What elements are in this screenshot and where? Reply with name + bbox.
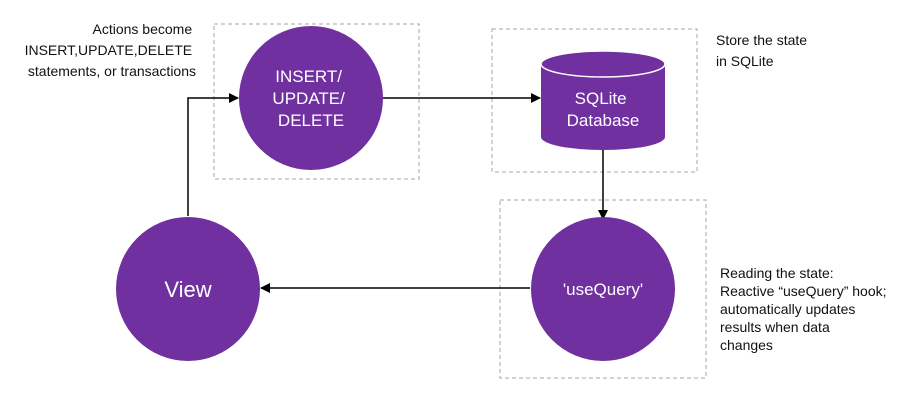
svg-text:INSERT/ UPDATE/ DE: INSERT/ UPDATE/ DELETE — [272, 67, 349, 130]
insert-node-line: DELETE — [278, 111, 344, 130]
reading-annotation: Reading the state: Reactive “useQuery” h… — [720, 265, 890, 353]
svg-text:View: View — [164, 277, 211, 302]
edge-view-to-insert — [187, 93, 239, 216]
use-query-node-label: 'useQuery' — [563, 280, 643, 299]
database-group-box — [491, 28, 698, 173]
svg-text:'useQuery': 'useQuery' — [563, 280, 643, 299]
view-node-label: View — [164, 277, 211, 302]
use-query-group-box — [499, 199, 707, 379]
view-node: View — [116, 217, 260, 361]
sqlite-database-node: SQLite Database — [540, 50, 666, 150]
store-annotation: Store the state in SQLite — [716, 32, 811, 69]
database-node-line: Database — [567, 111, 640, 130]
use-query-node: 'useQuery' — [531, 217, 675, 361]
actions-annotation: Actions become INSERT,UPDATE,DELETE stat… — [25, 21, 196, 79]
svg-text:SQLite Database: SQLite Database — [567, 89, 640, 130]
insert-group-box — [213, 23, 420, 180]
insert-node-line: INSERT/ — [275, 67, 342, 86]
insert-node-line: UPDATE/ — [272, 89, 345, 108]
database-node-line: SQLite — [575, 89, 627, 108]
insert-update-delete-node: INSERT/ UPDATE/ DELETE — [239, 26, 383, 170]
